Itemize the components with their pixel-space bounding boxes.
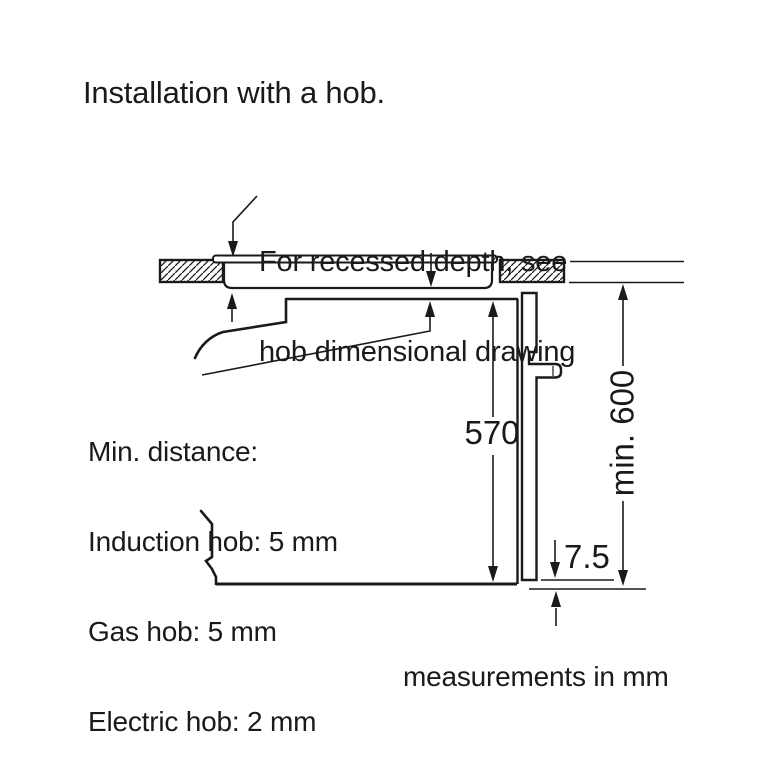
recessed-depth-leader-line (232, 195, 258, 242)
recessed-depth-annotation-line1: For recessed depth, see (259, 246, 568, 278)
countertop-left-section (158, 258, 225, 284)
recessed-depth-annotation: For recessed depth, see hob dimensional … (259, 187, 575, 427)
dimension-label-7-5: 7.5 (564, 538, 610, 575)
arrow-up-icon (227, 293, 237, 309)
arrow-up-icon (618, 284, 628, 300)
min-distance-gas: Gas hob: 5 mm (88, 616, 277, 647)
recessed-depth-annotation-line2: hob dimensional drawing (259, 336, 576, 368)
arrow-down-icon (618, 570, 628, 586)
dimension-570 (488, 301, 498, 582)
oven-top-left-break-line (193, 297, 288, 360)
hob-top-plate (212, 254, 498, 264)
recessed-depth-leaders (228, 195, 436, 287)
measurements-note: measurements in mm (403, 661, 669, 692)
dimension-7-5 (529, 540, 646, 626)
arrow-down-icon (228, 241, 238, 257)
dimension-label-min-600: min. 600 (603, 369, 641, 497)
oven-door-outline (520, 291, 563, 582)
oven-door (520, 291, 563, 582)
arrow-down-icon (488, 566, 498, 582)
min-distance-leader-line (201, 317, 431, 376)
arrow-up-icon (551, 591, 561, 607)
hob-body (222, 259, 494, 290)
dimension-min-600 (618, 284, 628, 586)
min-distance-induction: Induction hob: 5 mm (88, 526, 338, 557)
countertop-right-section (498, 258, 566, 284)
arrow-down-icon (426, 271, 436, 287)
oven-bottom-left-break-line (199, 509, 218, 586)
arrow-down-icon (550, 562, 560, 578)
page-title: Installation with a hob. (83, 75, 385, 110)
oven-casing (193, 297, 519, 586)
min-distance-leaders (201, 293, 435, 376)
arrow-up-icon (488, 301, 498, 317)
min-distance-electric: Electric hob: 2 mm (88, 706, 317, 737)
arrow-up-icon (425, 301, 435, 317)
min-distance-heading: Min. distance: (88, 436, 258, 467)
countertop (158, 258, 684, 284)
min-distance-note: Min. distance: Induction hob: 5 mm Gas h… (88, 377, 338, 770)
dimension-label-570: 570 (464, 414, 520, 451)
hob (212, 254, 498, 290)
